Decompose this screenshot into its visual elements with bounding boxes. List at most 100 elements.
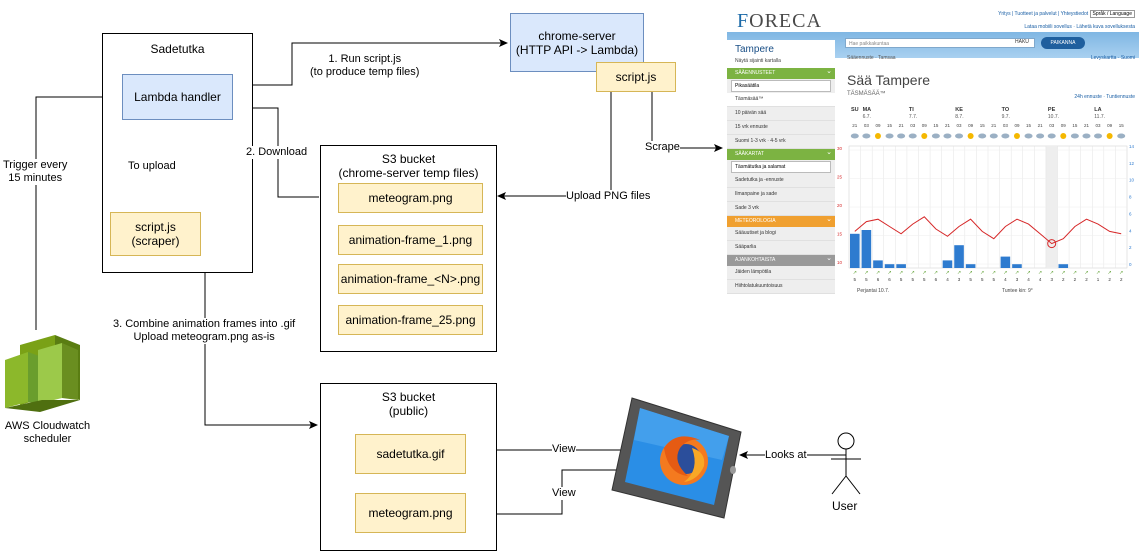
wind-arrow: ↗: [934, 270, 938, 276]
wind-arrow: ↗: [899, 270, 903, 276]
breadcrumb[interactable]: Sääennuste · Tamsaa: [847, 55, 896, 61]
hour-label: 15: [980, 123, 986, 128]
sidebar-section-forecasts[interactable]: SÄÄENNUSTEET: [727, 66, 835, 79]
wind-speed: 3: [1050, 277, 1053, 282]
day-label: SU: [851, 107, 859, 113]
sidebar-item[interactable]: Hiihtolatukuuntoisuus: [727, 280, 835, 294]
upload-png-arrow: [497, 92, 612, 200]
file-label: sadetutka.gif: [376, 447, 445, 461]
sidebar-item[interactable]: Sade 3 vrk: [727, 202, 835, 216]
hour-label: 03: [1003, 123, 1009, 128]
sidebar-item[interactable]: Sääuutiset ja blogi: [727, 227, 835, 241]
sidebar-item[interactable]: 10 päivän sää: [727, 107, 835, 121]
language-select[interactable]: Språk / Language: [1089, 10, 1135, 18]
hour-label: 03: [1049, 123, 1055, 128]
wind-speed: 4: [1027, 277, 1030, 282]
file-sadetutka-gif[interactable]: sadetutka.gif: [355, 434, 466, 474]
sun-icon: [967, 133, 974, 139]
toplinks-text: Yritys | Tuotteet ja palvelut | Yhteysti…: [998, 11, 1089, 17]
y-right-tick: 2: [1129, 245, 1132, 250]
sidebar-item[interactable]: Suomi 1-3 vrk · 4-5 vrk: [727, 135, 835, 149]
step1-line1: 1. Run script.js: [328, 53, 402, 65]
chrome-script-node[interactable]: script.js: [596, 62, 676, 92]
sun-icon: [921, 133, 928, 139]
hour-label: 21: [1084, 123, 1090, 128]
sidebar-item[interactable]: Sadetutka ja -ennuste: [727, 174, 835, 188]
sidebar-select-2[interactable]: Täsmätutka ja salamat: [731, 161, 831, 173]
location-box: Tampere Näytä sijainti kartalla: [727, 40, 835, 68]
foreca-toplinks[interactable]: Yritys | Tuotteet ja palvelut | Yhteysti…: [998, 10, 1135, 18]
foreca-sublinks[interactable]: Lataa mobiili sovellus · Lähetä kuva sov…: [1024, 24, 1135, 30]
sidebar-section-meteorology[interactable]: METEOROLOGIA: [727, 214, 835, 227]
s3-temp-title: S3 bucket (chrome-server temp files): [321, 152, 496, 180]
cloud-icon: [943, 133, 952, 139]
precip-bar: [942, 260, 953, 268]
hour-label: 03: [910, 123, 916, 128]
sidebar-item[interactable]: Jäiden lämpötila: [727, 266, 835, 280]
forecast-links[interactable]: 24h ennuste · Tuntiennuste: [1074, 94, 1135, 100]
run-script-arrow: [234, 39, 508, 86]
script-scraper-node[interactable]: script.js (scraper): [110, 212, 201, 256]
wind-speed: 3: [1016, 277, 1019, 282]
cloud-icon: [908, 133, 917, 139]
wind-speed: 4: [1039, 277, 1042, 282]
header-links[interactable]: Levyskartta · Suomi: [1090, 55, 1135, 61]
y-right-tick: 4: [1129, 228, 1132, 233]
sadetutka-title: Sadetutka: [150, 42, 205, 56]
wind-speed: 4: [946, 277, 949, 282]
wind-arrow: ↗: [1050, 270, 1054, 276]
file-meteogram-public[interactable]: meteogram.png: [355, 493, 466, 533]
day-label: PE: [1048, 107, 1056, 113]
trigger-line2: 15 minutes: [8, 172, 63, 184]
sun-icon: [1060, 133, 1067, 139]
sidebar-item[interactable]: 15 vrk ennuste: [727, 121, 835, 135]
upload-png-label: Upload PNG files: [566, 190, 651, 203]
page-title: Sää Tampere: [847, 72, 931, 88]
hour-label: 09: [1014, 123, 1020, 128]
file-frame-1[interactable]: animation-frame_1.png: [338, 225, 483, 255]
wind-speed: 5: [911, 277, 914, 282]
cloud-icon: [897, 133, 906, 139]
wind-speed: 5: [900, 277, 903, 282]
search-input[interactable]: Hae paikkakuntaa: [845, 38, 1035, 48]
sidebar-select-1[interactable]: Pikasäätila: [731, 80, 831, 92]
file-frame-25[interactable]: animation-frame_25.png: [338, 305, 483, 335]
wind-arrow: ↗: [1119, 270, 1123, 276]
file-meteogram-temp[interactable]: meteogram.png: [338, 183, 483, 213]
cloud-icon: [1094, 133, 1103, 139]
precip-bar: [861, 230, 872, 268]
location-map-link[interactable]: Näytä sijainti kartalla: [735, 58, 781, 64]
hour-label: 09: [875, 123, 881, 128]
wind-arrow: ↗: [1003, 270, 1007, 276]
s3-temp-title1: S3 bucket: [381, 152, 436, 166]
view-gif-label: View: [552, 443, 576, 456]
wind-speed: 1: [1097, 277, 1100, 282]
sun-icon: [1013, 133, 1020, 139]
sidebar-section-maps[interactable]: SÄÄKARTAT: [727, 147, 835, 160]
lambda-handler-node[interactable]: Lambda handler: [122, 74, 233, 120]
logo-rest: ORECA: [749, 10, 822, 32]
date-label: 9.7.: [1002, 114, 1010, 120]
wind-speed: 5: [993, 277, 996, 282]
view-meteogram-label: View: [552, 487, 576, 500]
wind-arrow: ↗: [957, 270, 961, 276]
sidebar-item[interactable]: Sääparlia: [727, 241, 835, 255]
search-button[interactable]: HAKU: [1015, 39, 1029, 45]
trigger-line1: Trigger every: [3, 159, 68, 171]
file-frame-n[interactable]: animation-frame_<N>.png: [338, 264, 483, 294]
cloud-icon: [1070, 133, 1079, 139]
sidebar-item[interactable]: Ilmanpaine ja sade: [727, 188, 835, 202]
precip-bar: [1000, 256, 1011, 268]
wind-arrow: ↗: [1015, 270, 1019, 276]
scrape-arrow: [651, 92, 723, 152]
cloudwatch-line2: scheduler: [23, 433, 72, 445]
cloud-icon: [989, 133, 998, 139]
foreca-logo: FORECA: [737, 10, 822, 33]
precip-bar: [965, 264, 976, 268]
step2-label: 2. Download: [246, 146, 308, 159]
sidebar-section-current[interactable]: AJANKOHTAISTA: [727, 253, 835, 266]
locate-button[interactable]: PAIKANNA: [1041, 37, 1085, 49]
hour-label: 21: [991, 123, 997, 128]
file-label: animation-frame_1.png: [348, 233, 473, 247]
sidebar-item[interactable]: Täsmäsää™: [727, 93, 835, 107]
